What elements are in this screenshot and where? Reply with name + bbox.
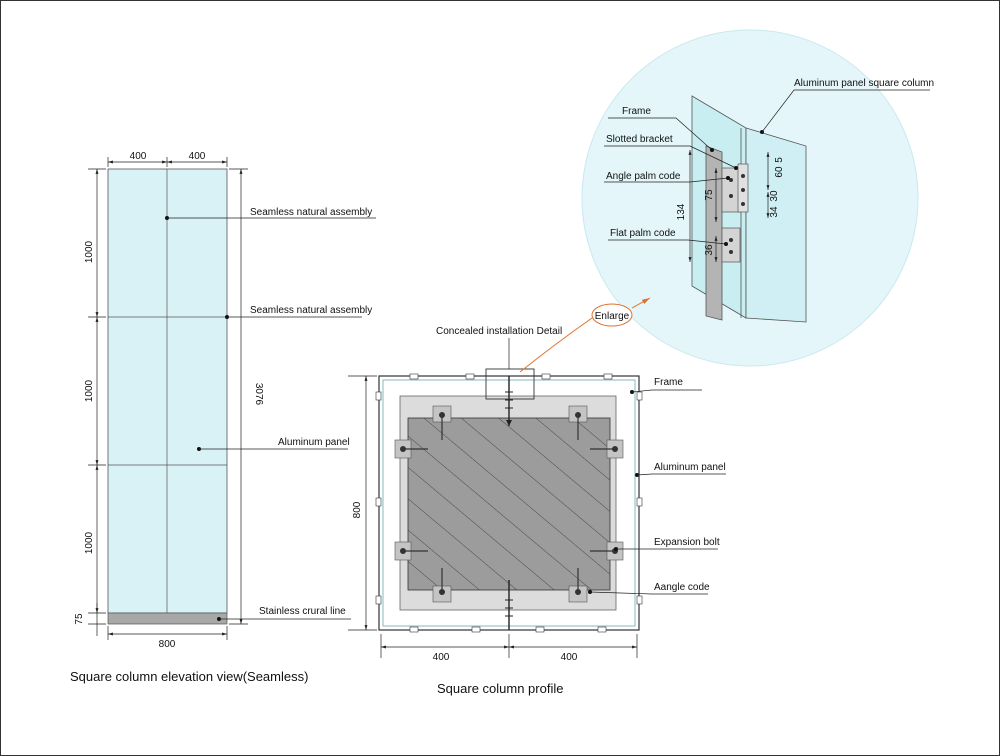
- bracket-right-top: [590, 439, 624, 459]
- detail-label-column: Aluminum panel square column: [794, 78, 934, 89]
- bracket-bottom-left: [432, 568, 452, 603]
- label-expansion-bolt: Expansion bolt: [654, 537, 720, 548]
- concealed-detail-box: [485, 368, 535, 400]
- profile-concrete-core: [407, 417, 611, 591]
- elevation-view: 400 400 1000 1000 1000 75 3076 800 Seaml…: [70, 151, 376, 684]
- dim-base: 75: [74, 613, 85, 625]
- label-seamless-2: Seamless natural assembly: [250, 305, 372, 316]
- dim-profile-bottom-left: 400: [433, 652, 450, 663]
- dim-34: 34: [769, 206, 780, 218]
- dim-profile-bottom-right: 400: [561, 652, 578, 663]
- dim-seg-3: 1000: [84, 531, 95, 554]
- dim-5: 5: [774, 157, 785, 163]
- bracket-top-left: [432, 405, 452, 440]
- bracket-left-top: [394, 439, 428, 459]
- detail-label-frame: Frame: [622, 106, 651, 117]
- label-seamless-1: Seamless natural assembly: [250, 207, 372, 218]
- label-aluminum-panel-elev: Aluminum panel: [278, 437, 350, 448]
- label-stainless: Stainless crural line: [259, 606, 346, 617]
- detail-bracket-angle: [721, 167, 741, 213]
- bracket-left-bottom: [394, 541, 428, 561]
- dim-profile-height: 800: [352, 501, 363, 518]
- joint-bottom-center: [505, 580, 513, 630]
- detail-panel-right: [745, 127, 807, 323]
- detail-label-slotted: Slotted bracket: [606, 134, 673, 145]
- label-enlarge: Enlarge: [595, 311, 630, 322]
- dim-134: 134: [676, 203, 687, 220]
- joint-top-center: [505, 376, 513, 426]
- dim-seg-2: 1000: [84, 379, 95, 402]
- dim-width: 800: [159, 639, 176, 650]
- bracket-top-right: [568, 405, 588, 440]
- detail-frame: [705, 145, 723, 321]
- bracket-bottom-right: [568, 568, 588, 603]
- enlarge-bubble: [591, 303, 633, 327]
- label-concealed: Concealed installation Detail: [436, 326, 562, 337]
- label-aluminum-panel-profile: Aluminum panel: [654, 462, 726, 473]
- dim-60: 60: [774, 166, 785, 178]
- caption-elevation: Square column elevation view(Seamless): [70, 669, 308, 684]
- detail-label-angle-palm: Angle palm code: [606, 171, 681, 182]
- dim-36: 36: [704, 244, 715, 256]
- dim-top-right: 400: [189, 151, 206, 162]
- dim-top-left: 400: [130, 151, 147, 162]
- detail-label-flat-palm: Flat palm code: [610, 228, 676, 239]
- enlarge-leader: [519, 317, 593, 373]
- label-angle-code: Aangle code: [654, 582, 710, 593]
- caption-profile: Square column profile: [437, 681, 563, 696]
- dim-30: 30: [769, 190, 780, 202]
- dim-seg-1: 1000: [84, 240, 95, 263]
- label-frame: Frame: [654, 377, 683, 388]
- dim-total-height: 3076: [253, 383, 264, 406]
- profile-view: Concealed installation Detail Enlarge Fr…: [348, 297, 726, 696]
- elevation-panel: [107, 168, 228, 614]
- dim-75: 75: [704, 189, 715, 201]
- detail-bubble: 134 75 36 60 34 30 5 Aluminum panel squa…: [581, 29, 934, 367]
- stainless-base-strip: [107, 612, 228, 625]
- detail-bracket-flat: [721, 227, 741, 263]
